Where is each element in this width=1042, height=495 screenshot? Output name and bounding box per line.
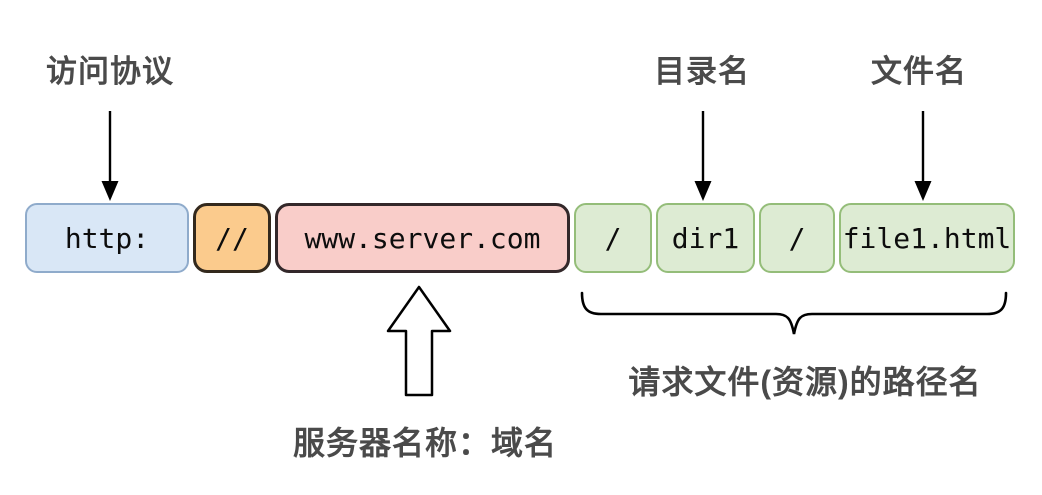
- url-segment-double-slash: //: [193, 203, 271, 273]
- file-arrow-icon: [914, 111, 932, 201]
- url-segment-directory: dir1: [656, 203, 755, 273]
- server-up-arrow-icon: [386, 285, 452, 397]
- path-label: 请求文件(资源)的路径名: [628, 364, 982, 400]
- url-segment-protocol: http:: [25, 203, 189, 273]
- directory-label: 目录名: [654, 54, 750, 89]
- url-segment-file: file1.html: [839, 203, 1015, 273]
- url-segment-host: www.server.com: [275, 203, 570, 273]
- protocol-label: 访问协议: [46, 54, 174, 89]
- protocol-arrow-icon: [101, 111, 119, 201]
- server-label: 服务器名称：域名: [292, 425, 558, 461]
- path-brace-icon: [580, 291, 1008, 335]
- url-segment-slash-2: /: [759, 203, 835, 273]
- directory-arrow-icon: [694, 111, 712, 201]
- url-bar: http: // www.server.com / dir1 / file1.h…: [25, 203, 1015, 273]
- file-label: 文件名: [871, 54, 967, 89]
- url-segment-slash-1: /: [574, 203, 652, 273]
